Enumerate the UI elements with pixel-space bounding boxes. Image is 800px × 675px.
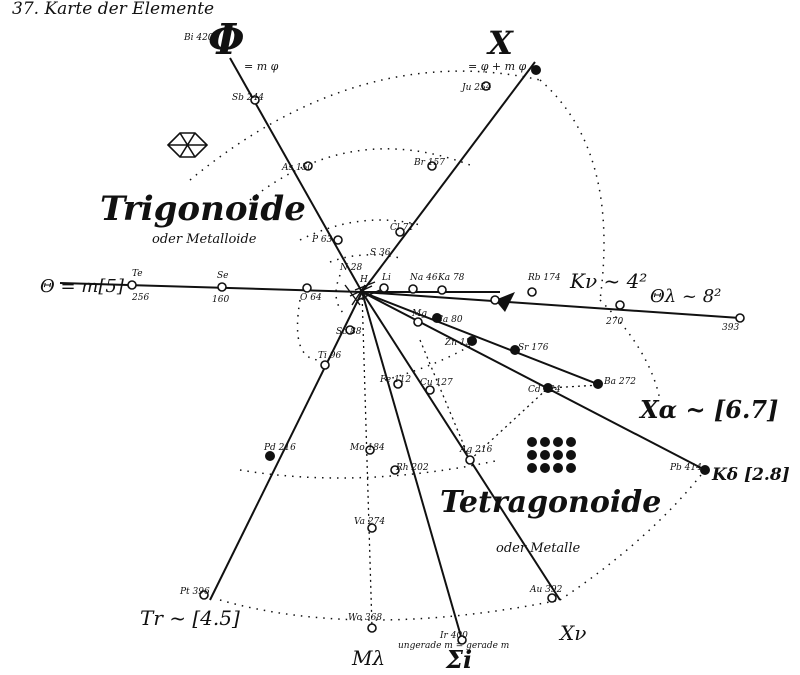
element-label-mg: Mg (411, 309, 427, 319)
element-label-mo: Mo 184 (349, 443, 385, 453)
element-label-ti: Ti 96 (318, 351, 341, 361)
element-label-as: As 150 (281, 163, 313, 173)
element-label-cd: Cd 224 (528, 385, 561, 395)
element-label-fe: Fe 112 (379, 375, 411, 385)
element-label-p: P 63 (311, 235, 333, 245)
element-label-li: Li (381, 273, 391, 283)
element-label-n: N 28 (339, 263, 362, 273)
x-alpha-label: Xα ~ [6.7] (638, 395, 778, 424)
element-label-ca: Ca 80 (436, 315, 463, 325)
x-v-label: Xν (558, 621, 586, 645)
element-label-te: Te (132, 269, 143, 279)
element-label-pb: Pb 414 (669, 463, 702, 473)
center-hatching (344, 281, 381, 306)
element-label-cl: Cl 71 (390, 223, 414, 233)
x-symbol: X (486, 24, 514, 62)
trigonoide-heading: Trigonoide (100, 189, 306, 229)
element-label-ka: Ka 78 (437, 273, 465, 283)
element-label-ba: Ba 272 (603, 377, 636, 387)
element-label-h: H (359, 275, 368, 285)
element-label-rb: Rb 174 (527, 273, 561, 283)
dotted-rays (361, 291, 601, 629)
element-label-rh: Rh 202 (395, 463, 429, 473)
element-label-val270: 270 (605, 317, 623, 327)
element-label-pd: Pd 216 (263, 443, 296, 453)
element-label-te_val: 256 (131, 293, 149, 303)
kv-label: Kν ~ 4² (569, 269, 647, 293)
element-label-s: S 36 (370, 248, 391, 258)
element-label-ir: Ir 400 (439, 631, 468, 641)
solid-rays (59, 57, 741, 641)
element-label-au: Au 392 (529, 585, 563, 595)
tetragonoide-heading: Tetragonoide (440, 485, 661, 520)
element-label-o: O 64 (300, 293, 322, 303)
dotted-arcs (189, 70, 706, 621)
element-label-se: Se (217, 271, 229, 281)
theta-right-label: Θλ ~ 8² (650, 286, 721, 307)
element-label-na: Na 46 (409, 273, 438, 283)
element-label-ag: Ag 216 (459, 445, 493, 455)
ungerade-note: ungerade m = gerade m (398, 641, 509, 651)
element-label-sb: Sb 244 (232, 93, 264, 103)
element-label-zn: Zn 130 (444, 338, 477, 348)
element-label-cu: Cu 127 (420, 378, 453, 388)
element-labels: Bi 420 Sb 244 Ju 254 As 150 Br 157 P 63 … (131, 33, 739, 641)
small-arrow-icon (495, 292, 515, 312)
page-title: 37. Karte der Elemente (12, 0, 214, 19)
element-label-pt: Pt 396 (179, 587, 210, 597)
x-formula: = φ + m φ (468, 60, 527, 73)
tetragonoide-subtitle: oder Metalle (496, 541, 580, 556)
element-label-sr: Sr 176 (518, 343, 549, 353)
phi-symbol: Φ (208, 15, 245, 64)
sigma-label: Σi (445, 645, 472, 674)
element-label-se_val: 160 (212, 295, 229, 305)
element-label-br: Br 157 (413, 158, 445, 168)
element-label-wo: Wo 368 (348, 613, 382, 623)
phi-formula: = m φ (244, 60, 279, 73)
dot-grid-symbol-icon (527, 437, 576, 473)
trigonoide-subtitle: oder Metalloide (152, 232, 257, 247)
k-delta-label: Kδ [2.8] (711, 465, 790, 485)
element-label-bi: Bi 420 (183, 33, 214, 43)
m-lambda-label: Mλ (351, 646, 385, 670)
element-nodes (127, 81, 745, 645)
theta-left-label: Θ = m[5] (40, 276, 125, 297)
hexagon-symbol-icon (166, 132, 209, 158)
element-label-val393: 393 (722, 323, 739, 333)
filled-nodes (265, 65, 710, 475)
tr-label: Tr ~ [4.5] (140, 606, 240, 630)
element-label-ju: Ju 254 (460, 83, 492, 93)
element-label-sc: Sc 88 (336, 327, 362, 337)
element-label-va: Va 274 (354, 517, 385, 527)
